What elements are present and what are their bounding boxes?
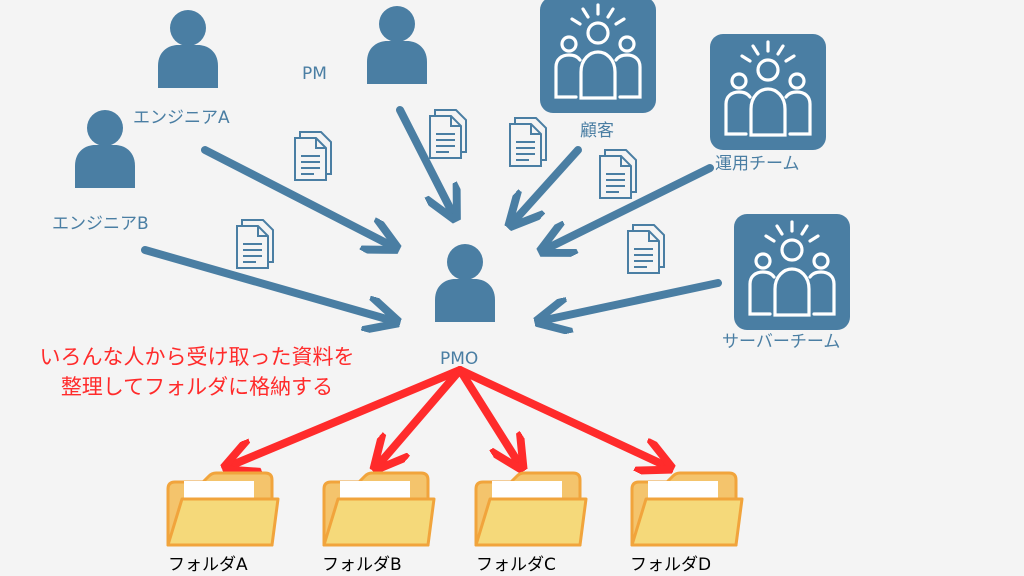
folder-label-b: フォルダB <box>322 555 402 575</box>
label-pmo: PMO <box>440 349 479 369</box>
label-server-team: サーバーチーム <box>722 332 841 352</box>
arrow-engineer-a-to-pmo <box>201 146 390 245</box>
document-icon <box>599 149 637 199</box>
note-line-1: いろんな人から受け取った資料を <box>39 345 355 369</box>
arrow-operations-to-pmo <box>548 164 714 248</box>
document-icon <box>429 109 467 159</box>
folder-label-d: フォルダD <box>630 555 712 575</box>
folder-label-a: フォルダA <box>168 555 248 575</box>
label-operations-team: 運用チーム <box>715 154 800 174</box>
label-engineer-b: エンジニアB <box>52 214 149 234</box>
arrow-customer-to-pmo <box>515 146 582 220</box>
arrow-pm-to-pmo <box>396 106 452 212</box>
arrow-pmo-to-folder-a <box>232 366 464 465</box>
team-icon-customer <box>538 0 658 115</box>
label-pm: PM <box>302 64 327 84</box>
arrow-pmo-to-folder-c <box>456 366 518 462</box>
arrow-pmo-to-folder-d <box>456 366 664 465</box>
process-note: いろんな人から受け取った資料を 整理してフォルダに格納する <box>22 342 372 402</box>
label-engineer-a: エンジニアA <box>133 108 230 128</box>
arrow-engineer-b-to-pmo <box>141 246 390 320</box>
arrow-pmo-to-folder-b <box>380 366 464 463</box>
person-icon-pmo <box>435 244 495 322</box>
label-customer: 顧客 <box>580 121 614 141</box>
person-icon-pm <box>367 6 427 84</box>
document-icon <box>509 117 547 167</box>
person-icon-engineer-a <box>158 10 218 88</box>
document-icon <box>294 131 332 181</box>
document-icon <box>236 219 274 269</box>
document-icon <box>627 224 665 274</box>
folder-icon-d <box>630 471 744 547</box>
team-icon-server <box>732 212 852 332</box>
person-icon-engineer-b <box>75 110 135 188</box>
folder-label-c: フォルダC <box>476 555 556 575</box>
folder-icon-b <box>322 471 436 547</box>
folder-icon-a <box>166 471 280 547</box>
team-icon-operations <box>708 32 828 152</box>
folder-icon-c <box>474 471 588 547</box>
note-line-2: 整理してフォルダに格納する <box>60 375 334 399</box>
arrow-server-team-to-pmo <box>545 279 722 320</box>
